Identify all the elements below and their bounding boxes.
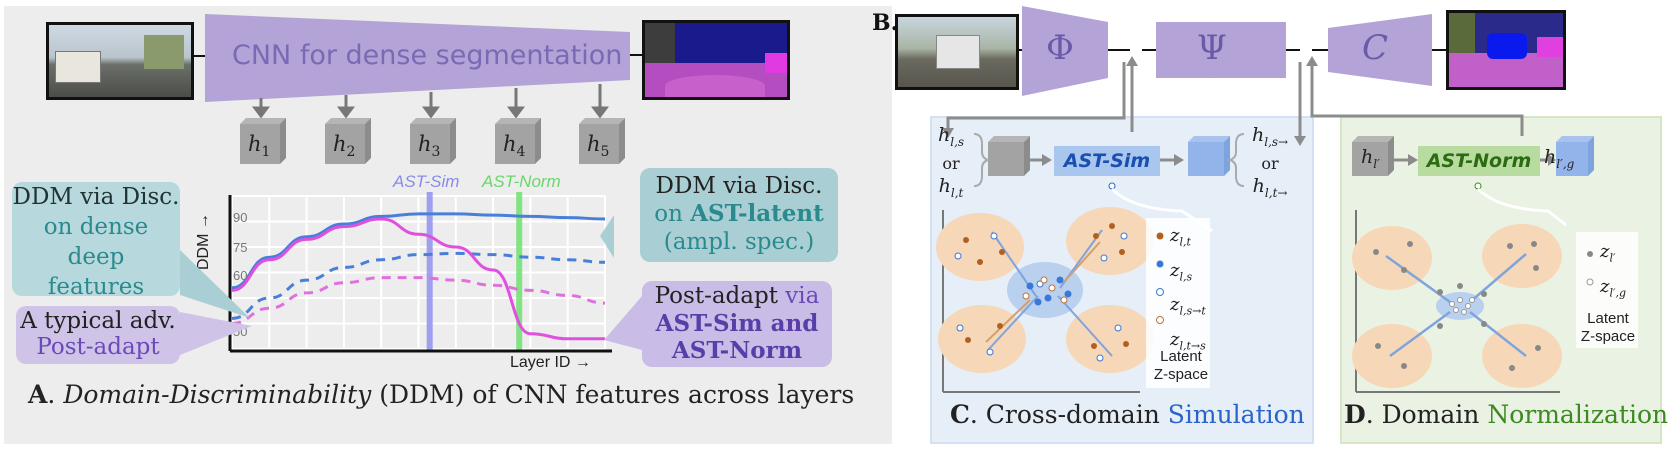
- psi-label: Ψ: [1197, 28, 1227, 68]
- chart-markers: [426, 192, 523, 351]
- feature-label-2: h2: [333, 132, 356, 161]
- ytick-60: 60: [233, 268, 248, 283]
- series-line-4: [231, 217, 605, 341]
- panel-d-right-h: hl′,g: [1544, 146, 1575, 171]
- feature-cube-5: [579, 118, 625, 164]
- panel-c-right-h: hl,s→ or hl,t→: [1252, 124, 1289, 200]
- cnn-label: CNN for dense segmentation: [232, 40, 623, 71]
- series-line-1: [231, 212, 606, 290]
- caption-d: D. Domain Normalization: [1344, 400, 1669, 429]
- feature-cube-3: [410, 118, 456, 164]
- callout-post-adapt-typical: A typical adv. Post-adapt: [16, 306, 180, 364]
- feature-cube-4: [495, 118, 541, 164]
- feature-label-1: h1: [248, 132, 271, 161]
- panel-b-output-image: [1446, 10, 1566, 90]
- cnn-encoder: [205, 14, 642, 102]
- phi-block: [1022, 6, 1108, 96]
- series-line-3: [231, 276, 606, 325]
- callout-ast-latent: DDM via Disc. on AST-latent (ampl. spec.…: [640, 168, 838, 262]
- x-axis-label: Layer ID →: [510, 354, 591, 371]
- ast-sim-marker: [426, 192, 433, 351]
- ytick-90: 90: [233, 210, 248, 225]
- ddm-chart: [228, 192, 612, 353]
- ast-sim-label: AST-Sim: [1054, 146, 1160, 176]
- panel-c-legend: zl,t zl,s zl,s→t zl,t→s: [1170, 225, 1206, 353]
- panel-d-legend: zl′ zl′,g: [1600, 241, 1627, 300]
- segmentation-output-image: [642, 20, 790, 100]
- feature-label-4: h4: [503, 132, 526, 161]
- classifier-label: C: [1362, 28, 1389, 68]
- feature-arrows: [240, 84, 625, 164]
- feature-label-3: h3: [418, 132, 441, 161]
- feature-cube-2: [325, 118, 371, 164]
- chart-lines: [231, 212, 606, 341]
- connector: [191, 55, 205, 57]
- classifier-block: [1328, 14, 1432, 86]
- panel-b-input-image: [895, 14, 1019, 90]
- ast-norm-marker: [516, 192, 523, 351]
- ytick-75: 75: [233, 240, 248, 255]
- panel-c-left-h: hl,s or hl,t: [938, 124, 965, 200]
- panel-b-label: B.: [872, 10, 899, 36]
- callout-pointers: [180, 215, 642, 355]
- pipeline: [1019, 6, 1446, 96]
- marker-sim-label: AST-Sim: [393, 172, 460, 191]
- series-line-2: [231, 251, 606, 320]
- caption-c: C. Cross-domain Simulation: [950, 400, 1305, 429]
- feature-cube-1: [240, 118, 286, 164]
- callout-post-adapt-ast: Post-adapt via AST-Sim and AST-Norm: [642, 281, 832, 367]
- caption-a: A. Domain-Discriminability (DDM) of CNN …: [28, 380, 855, 409]
- marker-norm-label: AST-Norm: [482, 172, 561, 191]
- phi-label: Φ: [1046, 28, 1074, 68]
- input-road-image: [46, 22, 194, 100]
- panel-d-left-h: hl′: [1361, 146, 1380, 171]
- ast-norm-label: AST-Norm: [1418, 146, 1540, 176]
- feature-label-5: h5: [587, 132, 610, 161]
